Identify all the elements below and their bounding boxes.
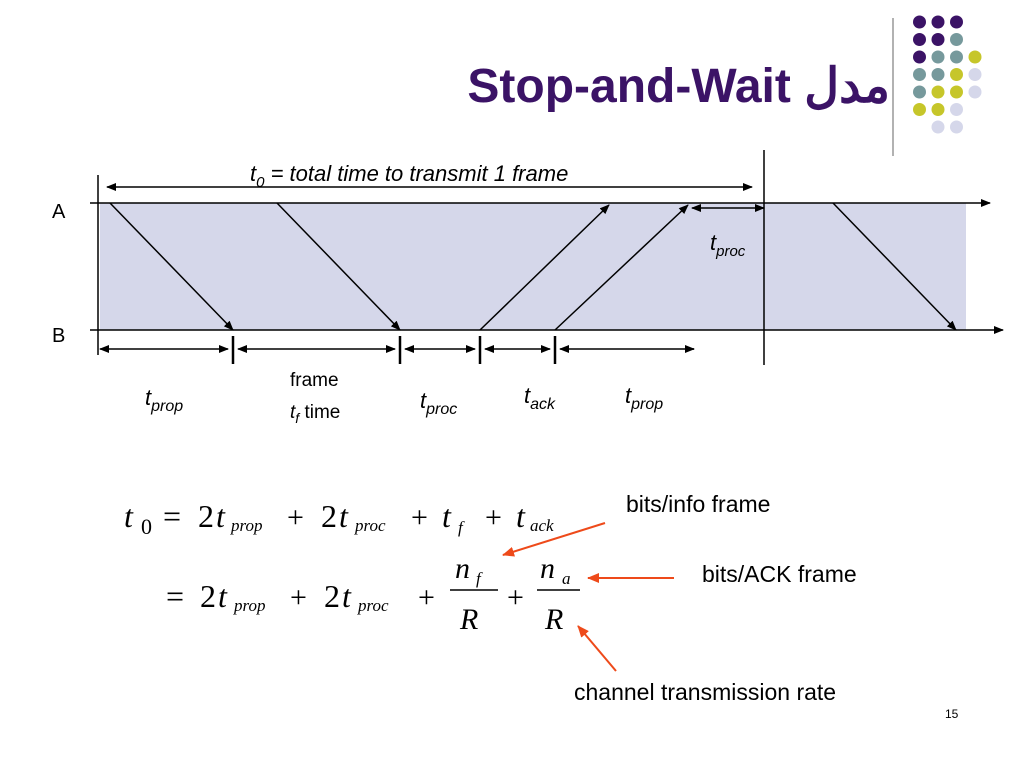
decorative-dot [950, 103, 963, 116]
formula-line-2: = 2 t prop + 2 t proc + n f R + n a R [166, 552, 580, 636]
segment-label-frame: frame [290, 370, 339, 391]
svg-text:+: + [485, 501, 502, 534]
svg-text:f: f [458, 518, 465, 537]
slide-title: Stop-and-Wait مدل [467, 60, 890, 113]
decorative-dot [931, 68, 945, 81]
decorative-dot [913, 50, 926, 64]
callout-rate-arrow [577, 625, 617, 672]
svg-text:proc: proc [354, 516, 386, 535]
decorative-dot [950, 120, 963, 134]
formula-line-1: t 0 = 2 t prop + 2 t proc + t f + t ack [124, 498, 554, 539]
frame-arrow-1 [109, 202, 234, 331]
segment-label-tproc: tproc [420, 388, 457, 418]
svg-text:t: t [516, 498, 526, 534]
decorative-dot [931, 103, 945, 116]
svg-text:t: t [442, 498, 452, 534]
callout-info-arrow [502, 522, 606, 557]
frame-arrow-2 [276, 202, 401, 331]
decorative-dot [950, 50, 963, 64]
segment-label-tf-time: tf time [290, 402, 340, 426]
decorative-dot [968, 85, 982, 99]
svg-text:prop: prop [230, 516, 263, 535]
segment-arrows [99, 336, 695, 364]
ack-arrow-2 [554, 204, 689, 331]
page-number: 15 [945, 707, 959, 721]
svg-text:=: = [163, 498, 181, 534]
decorative-dot [931, 50, 945, 64]
segment-label-tprop-1: tprop [145, 385, 183, 415]
svg-text:+: + [507, 581, 524, 614]
svg-text:+: + [418, 581, 435, 614]
frame-arrow-3 [832, 202, 957, 331]
svg-text:f: f [476, 569, 483, 588]
tproc-top-label: tproc [710, 230, 746, 260]
svg-text:t: t [216, 498, 226, 534]
svg-text:n: n [455, 552, 470, 585]
svg-text:prop: prop [233, 596, 266, 615]
svg-text:+: + [411, 501, 428, 534]
svg-text:2: 2 [324, 578, 340, 614]
segment-label-tack: tack [524, 383, 556, 413]
svg-text:ack: ack [530, 516, 554, 535]
svg-text:2: 2 [200, 578, 216, 614]
svg-text:+: + [287, 501, 304, 534]
decorative-dot [968, 68, 982, 81]
ack-arrow-1 [479, 204, 610, 331]
decorative-dot [950, 68, 963, 81]
svg-text:t: t [124, 498, 134, 534]
timeline-band [100, 203, 966, 330]
station-b-label: B [52, 325, 65, 347]
decorative-dot [950, 33, 963, 46]
svg-text:=: = [166, 578, 184, 614]
station-a-label: A [52, 201, 66, 223]
callout-ack-frame: bits/ACK frame [702, 561, 857, 587]
decorative-dot-grid [913, 15, 982, 134]
svg-text:0: 0 [141, 514, 152, 539]
svg-text:R: R [544, 603, 563, 636]
decorative-dot [913, 103, 926, 116]
total-time-label: t0 = total time to transmit 1 frame [250, 161, 568, 191]
svg-text:a: a [562, 569, 571, 588]
decorative-dot [950, 15, 963, 29]
segment-label-tprop-2: tprop [625, 383, 663, 413]
svg-text:2: 2 [198, 498, 214, 534]
svg-text:R: R [459, 603, 478, 636]
svg-text:+: + [290, 581, 307, 614]
decorative-dot [931, 33, 945, 46]
decorative-dot [931, 85, 945, 99]
decorative-dot [913, 33, 926, 46]
svg-text:t: t [339, 498, 349, 534]
svg-text:2: 2 [321, 498, 337, 534]
callout-rate: channel transmission rate [574, 679, 836, 705]
svg-text:proc: proc [357, 596, 389, 615]
decorative-dot [913, 15, 926, 29]
decorative-dot [913, 68, 926, 81]
decorative-dot [950, 85, 963, 99]
decorative-dot [931, 15, 945, 29]
decorative-dot [968, 50, 982, 64]
svg-text:t: t [342, 578, 352, 614]
svg-text:n: n [540, 552, 555, 585]
decorative-dot [913, 85, 926, 99]
callout-info-frame: bits/info frame [626, 491, 770, 517]
svg-text:t: t [218, 578, 228, 614]
decorative-dot [931, 120, 945, 134]
